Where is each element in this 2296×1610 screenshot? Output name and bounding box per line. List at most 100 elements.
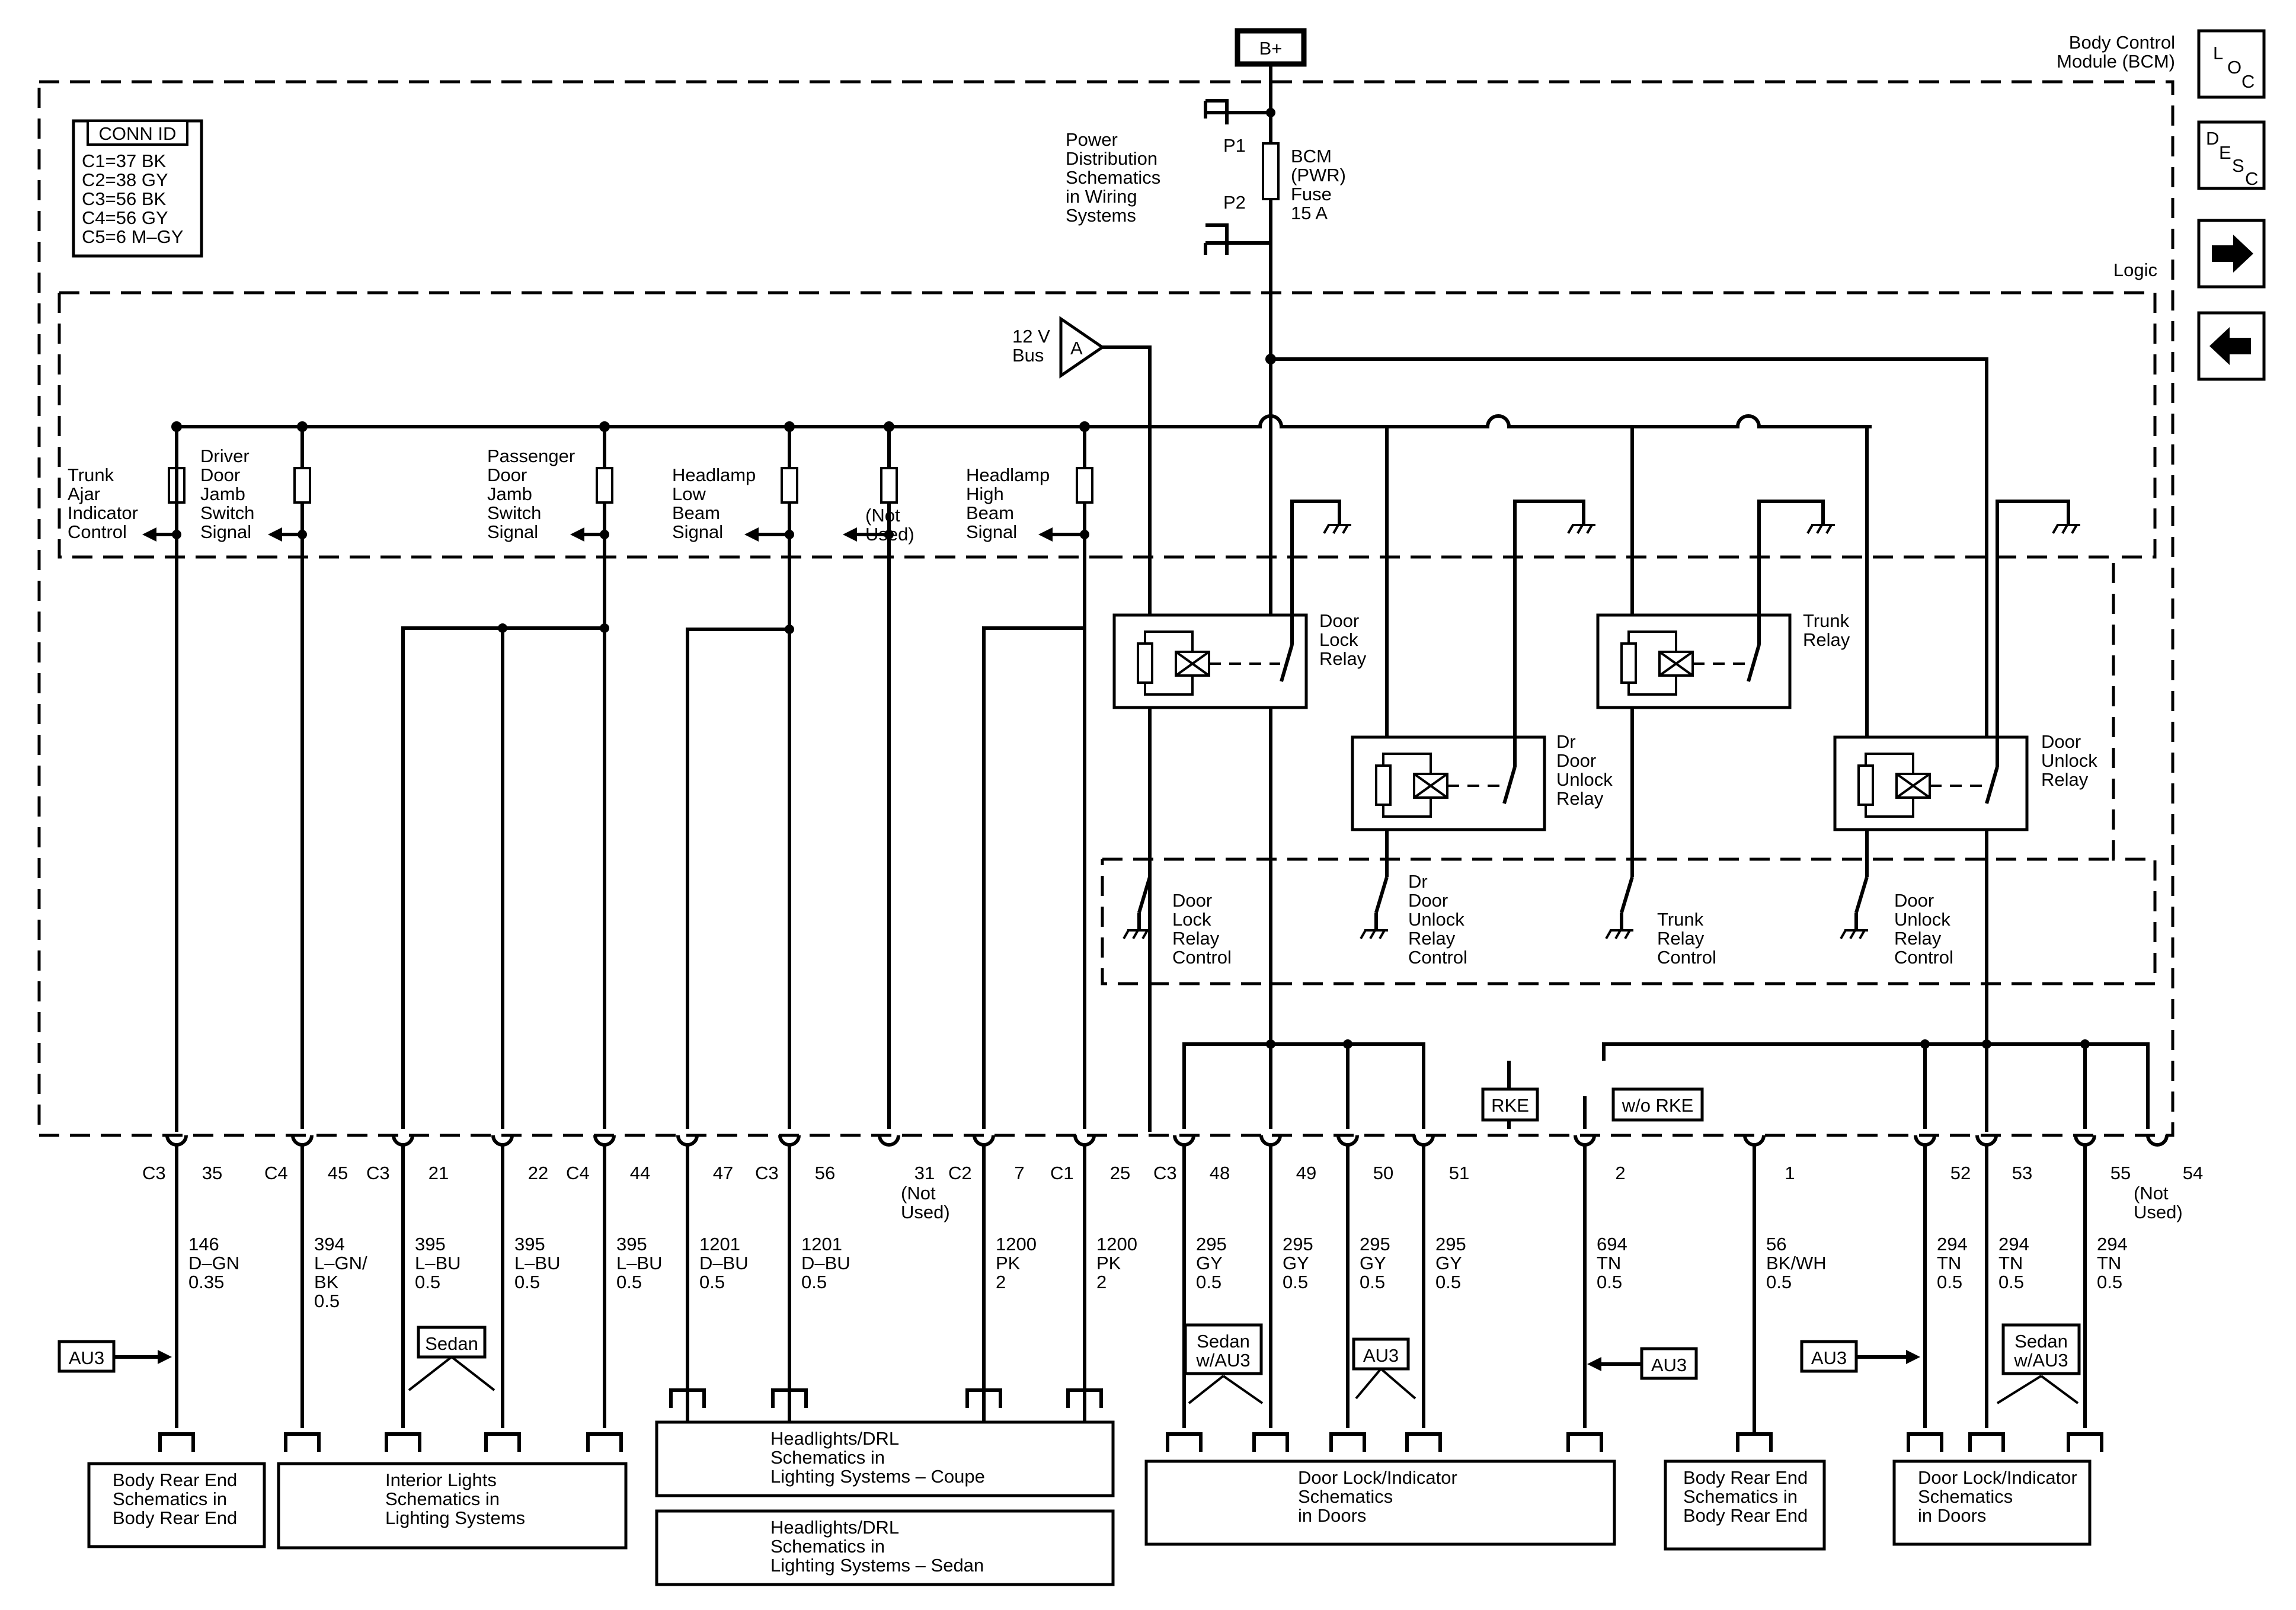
relay-label: Dr (1556, 731, 1576, 752)
option-split-arrows (1355, 1368, 1416, 1400)
destination-label: Body Rear End (1683, 1467, 1808, 1488)
wire-spec: TN (2097, 1253, 2121, 1273)
option-tag-label: Sedan (2014, 1331, 2068, 1352)
harness-wire (1602, 1042, 2150, 1129)
control-switch-icon (1854, 876, 1869, 930)
wire-spec: 1200 (1096, 1234, 1137, 1254)
option-tag-label: w/AU3 (1195, 1350, 1250, 1371)
desc-button[interactable] (2197, 120, 2266, 190)
pull-resistor (880, 467, 898, 504)
wire-spec: 2 (1096, 1272, 1107, 1292)
connector-id: C3 (366, 1163, 390, 1183)
destination-label: Schematics (1298, 1486, 1393, 1507)
signal-label: Door (487, 465, 527, 485)
destination-label: Door Lock/Indicator (1918, 1467, 2077, 1488)
pin-number: 44 (630, 1163, 650, 1183)
loc-letter: C (2241, 71, 2255, 92)
harness-wire (686, 628, 789, 1129)
bus-label: 12 V (1012, 326, 1050, 347)
wire-spec: GY (1196, 1253, 1223, 1273)
relay-coil-wire (1382, 753, 1432, 818)
ground-icon (1360, 929, 1388, 939)
signal-label: Jamb (200, 484, 245, 504)
loc-letter: L (2213, 43, 2223, 63)
pin-number: 22 (528, 1163, 548, 1183)
pull-resistor (1076, 467, 1093, 504)
destination-connector (1968, 1432, 2005, 1452)
relay-label: Relay (1319, 648, 1367, 669)
wire-spec: 0.5 (1196, 1272, 1221, 1292)
relay-label: Door (1319, 610, 1359, 631)
signal-label: Signal (672, 521, 723, 542)
destination-box (277, 1462, 628, 1550)
signal-label: Control (68, 521, 127, 542)
arrow-left-icon (744, 527, 759, 542)
relay-switch-icon (1502, 766, 1517, 804)
destination-label: Body Rear End (113, 1470, 237, 1490)
ground-icon (1806, 524, 1835, 534)
desc-letter: D (2206, 128, 2219, 149)
connector-id: C3 (142, 1163, 166, 1183)
ground-icon (1840, 929, 1868, 939)
destination-label: Headlights/DRL (770, 1428, 899, 1449)
option-tag-label: w/AU3 (2013, 1350, 2068, 1371)
wo-rke-option-box (1611, 1087, 1704, 1122)
wire-spec: 294 (1998, 1234, 2029, 1254)
relay-ground-wire (1996, 500, 2070, 767)
destination-connector (669, 1388, 706, 1408)
conn-id-line: C2=38 GY (82, 169, 168, 190)
wire-spec: D–BU (801, 1253, 850, 1273)
pin-number: 45 (328, 1163, 348, 1183)
wire-spec: 0.5 (2097, 1272, 2122, 1292)
wire-spec: 0.5 (1597, 1272, 1622, 1292)
destination-connector (1166, 1432, 1203, 1452)
relay-switch-icon (1280, 644, 1294, 682)
destination-connector (158, 1432, 195, 1452)
connector-id: C3 (755, 1163, 779, 1183)
arrow-left-icon (1038, 527, 1053, 542)
next-page-button[interactable] (2197, 219, 2266, 289)
splice-dot (884, 421, 894, 432)
wire-spec: GY (1283, 1253, 1309, 1273)
option-split-arrows (1996, 1375, 2079, 1404)
wire-spec: 0.5 (415, 1272, 440, 1292)
loc-button[interactable] (2197, 29, 2266, 99)
destination-label: Schematics in (1683, 1486, 1798, 1507)
module-title-line1: Body Control (2069, 32, 2175, 53)
wire-spec: 0.5 (1766, 1272, 1792, 1292)
rke-option-box (1481, 1087, 1539, 1122)
prev-page-button[interactable] (2197, 311, 2266, 381)
option-tag (57, 1340, 116, 1373)
relay-control-wire (1148, 708, 1869, 877)
pin-number: 51 (1449, 1163, 1469, 1183)
destination-connector (1736, 1432, 1773, 1452)
destination-label: Lighting Systems – Coupe (770, 1466, 985, 1487)
relay-label: Trunk (1803, 610, 1850, 631)
destination-connector (965, 1388, 1002, 1408)
signal-label: Door (200, 465, 240, 485)
connector-id: C4 (264, 1163, 288, 1183)
splice-dot (599, 421, 610, 432)
pin-number: 1 (1785, 1163, 1795, 1183)
destination-label: Lighting Systems (385, 1507, 525, 1528)
wire-spec: 0.5 (514, 1272, 540, 1292)
wire-spec: 1200 (996, 1234, 1037, 1254)
wire-spec: GY (1435, 1253, 1462, 1273)
wire-spec: 0.5 (314, 1291, 340, 1311)
destination-box (1144, 1459, 1616, 1546)
power-label: Systems (1066, 205, 1136, 226)
signal-label: Headlamp (966, 465, 1050, 485)
destination-label: Schematics in (113, 1489, 227, 1509)
option-tag-label: AU3 (1363, 1345, 1399, 1366)
control-label: Control (1894, 947, 1953, 968)
destination-connector (771, 1388, 808, 1408)
arrow-left-icon (570, 527, 584, 542)
wire-spec: GY (1360, 1253, 1386, 1273)
wire-spec: 294 (2097, 1234, 2128, 1254)
wire-spec: 0.5 (616, 1272, 642, 1292)
control-label: Relay (1657, 928, 1705, 949)
pin-number: 56 (815, 1163, 835, 1183)
wire-spec: BK (314, 1272, 339, 1292)
control-label: Relay (1894, 928, 1942, 949)
